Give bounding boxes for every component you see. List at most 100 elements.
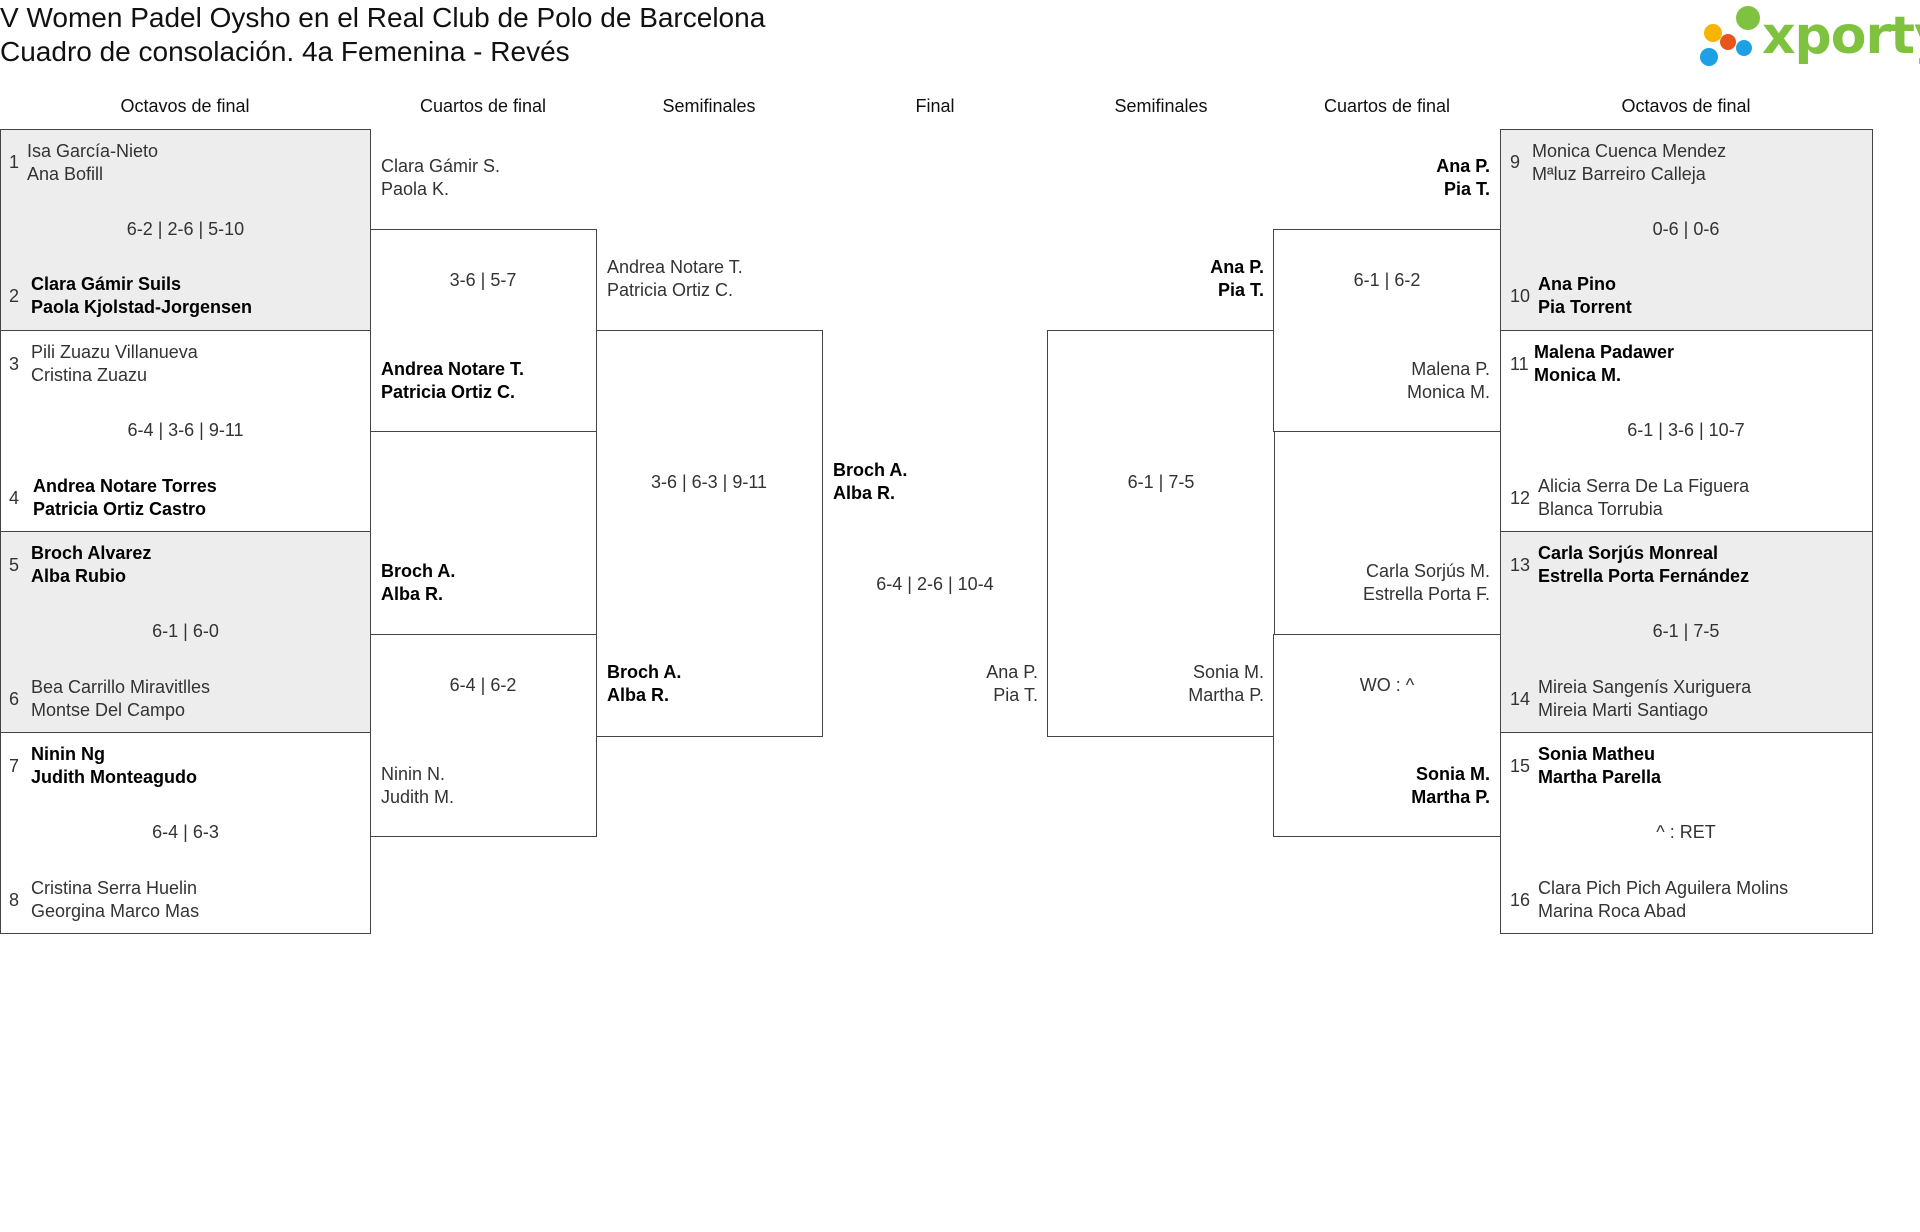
player-name: Monica Cuenca Mendez [1532, 141, 1727, 161]
match-score: 6-4 | 6-3 [152, 822, 219, 842]
player-name: Monica M. [1534, 365, 1622, 385]
player-name: Ana P. [1436, 156, 1490, 176]
pair-entry-winner: Andrea Notare Torres Patricia Ortiz Cast… [33, 475, 217, 521]
player-name: Carla Sorjús M. [1365, 561, 1490, 581]
match-box-right-r16-2 [1500, 330, 1873, 532]
seed-number: 8 [9, 890, 20, 910]
player-name: Sonia M. [1192, 662, 1264, 682]
player-name: Isa García-Nieto [27, 141, 159, 161]
runner-up-pair: Ana P. Pia T. [938, 661, 1038, 707]
player-name: Ninin Ng [31, 744, 105, 764]
pair-entry: Pili Zuazu Villanueva Cristina Zuazu [31, 341, 198, 387]
match-score: ^ : RET [1656, 822, 1716, 842]
round-header-left-qf: Cuartos de final [419, 96, 547, 116]
player-name: Martha P. [1188, 685, 1264, 705]
player-name: Broch A. [607, 662, 682, 682]
pair-entry-winner: Sonia M. Martha P. [1286, 763, 1490, 809]
pair-entry-winner: Broch A. Alba R. [381, 560, 455, 606]
player-name: Pili Zuazu Villanueva [31, 342, 198, 362]
seed-number: 13 [1510, 555, 1531, 575]
player-name: Mªluz Barreiro Calleja [1532, 164, 1706, 184]
pair-entry: Bea Carrillo Miravitlles Montse Del Camp… [31, 676, 210, 722]
seed-number: 5 [9, 555, 20, 575]
match-box-left-r16-4 [0, 732, 371, 934]
player-name: Paola Kjolstad-Jorgensen [31, 297, 253, 317]
player-name: Broch Alvarez [31, 543, 152, 563]
pair-entry-winner: Broch A. Alba R. [607, 661, 681, 707]
player-name: Ana P. [1210, 257, 1264, 277]
match-score: 6-4 | 6-2 [449, 675, 517, 695]
bracket-box-right-sf [1047, 330, 1275, 737]
tournament-title: V Women Padel Oysho en el Real Club de P… [0, 2, 766, 33]
pair-entry-winner: Clara Gámir Suils Paola Kjolstad-Jorgens… [31, 273, 252, 319]
player-name: Blanca Torrubia [1538, 499, 1663, 519]
match-score: WO : ^ [1359, 675, 1415, 695]
pair-entry: Malena P. Monica M. [1286, 358, 1490, 404]
logo-dot-icon [1736, 40, 1752, 56]
pair-entry: Isa García-Nieto Ana Bofill [27, 140, 158, 186]
final-score: 6-4 | 2-6 | 10-4 [876, 574, 994, 594]
player-name: Judith Monteagudo [31, 767, 197, 787]
player-name: Malena Padawer [1534, 342, 1675, 362]
match-score: 6-1 | 6-0 [152, 621, 219, 641]
seed-number: 6 [9, 689, 20, 709]
bracket-box-right-qf-1 [1273, 229, 1501, 432]
pair-entry: Monica Cuenca Mendez Mªluz Barreiro Call… [1532, 140, 1726, 186]
match-score: 3-6 | 6-3 | 9-11 [650, 472, 768, 492]
seed-number: 10 [1510, 286, 1531, 306]
player-name: Pia T. [1443, 179, 1490, 199]
logo-dot-icon [1700, 48, 1718, 66]
player-name: Ana Bofill [27, 164, 104, 184]
round-header-final: Final [915, 96, 955, 116]
player-name: Ana P. [986, 662, 1038, 682]
pair-entry: Clara Gámir S. Paola K. [381, 155, 500, 201]
player-name: Clara Gámir S. [381, 156, 501, 176]
player-name: Andrea Notare T. [607, 257, 743, 277]
pair-entry-winner: Ana Pino Pia Torrent [1538, 273, 1632, 319]
match-score: 6-1 | 7-5 [1127, 472, 1195, 492]
player-name: Alba R. [607, 685, 670, 705]
pair-entry-winner: Sonia Matheu Martha Parella [1538, 743, 1661, 789]
player-name: Mireia Marti Santiago [1538, 700, 1709, 720]
player-name: Carla Sorjús Monreal [1538, 543, 1719, 563]
seed-number: 4 [9, 488, 20, 508]
bracket-box-left-sf [596, 330, 823, 737]
player-name: Bea Carrillo Miravitlles [31, 677, 211, 697]
pair-entry-winner: Andrea Notare T. Patricia Ortiz C. [381, 358, 524, 404]
player-name: Pia T. [993, 685, 1038, 705]
match-score: 6-1 | 7-5 [1652, 621, 1720, 641]
pair-entry-winner: Malena Padawer Monica M. [1534, 341, 1674, 387]
player-name: Broch A. [833, 460, 908, 480]
player-name: Patricia Ortiz C. [381, 382, 516, 402]
pair-entry: Andrea Notare T. Patricia Ortiz C. [607, 256, 743, 302]
match-box-right-r16-3 [1500, 531, 1873, 733]
player-name: Judith M. [381, 787, 455, 807]
player-name: Paola K. [381, 179, 450, 199]
pair-entry: Alicia Serra De La Figuera Blanca Torrub… [1538, 475, 1749, 521]
player-name: Martha Parella [1538, 767, 1662, 787]
match-score: 6-2 | 2-6 | 5-10 [126, 219, 245, 239]
player-name: Andrea Notare Torres [33, 476, 217, 496]
player-name: Patricia Ortiz Castro [33, 499, 207, 519]
player-name: Clara Gámir Suils [31, 274, 182, 294]
logo-dot-icon [1736, 6, 1760, 30]
champion-pair: Broch A. Alba R. [833, 459, 907, 505]
player-name: Andrea Notare T. [381, 359, 525, 379]
pair-entry: Ninin N. Judith M. [381, 763, 454, 809]
seed-number: 2 [9, 286, 20, 306]
player-name: Broch A. [381, 561, 456, 581]
round-header-left-r16: Octavos de final [120, 96, 250, 116]
seed-number: 12 [1510, 488, 1531, 508]
seed-number: 7 [9, 756, 20, 776]
player-name: Marina Roca Abad [1538, 901, 1687, 921]
player-name: Clara Pich Pich Aguilera Molins [1538, 878, 1789, 898]
match-score: 0-6 | 0-6 [1652, 219, 1720, 239]
match-box-right-r16-1 [1500, 129, 1873, 331]
player-name: Pia T. [1217, 280, 1264, 300]
logo-dot-icon [1720, 34, 1736, 50]
xporty-logo[interactable]: xporty [1698, 4, 1920, 70]
pair-entry: Cristina Serra Huelin Georgina Marco Mas [31, 877, 199, 923]
bracket-box-left-qf-2 [370, 634, 597, 837]
logo-text: xporty [1762, 6, 1920, 66]
player-name: Montse Del Campo [31, 700, 186, 720]
